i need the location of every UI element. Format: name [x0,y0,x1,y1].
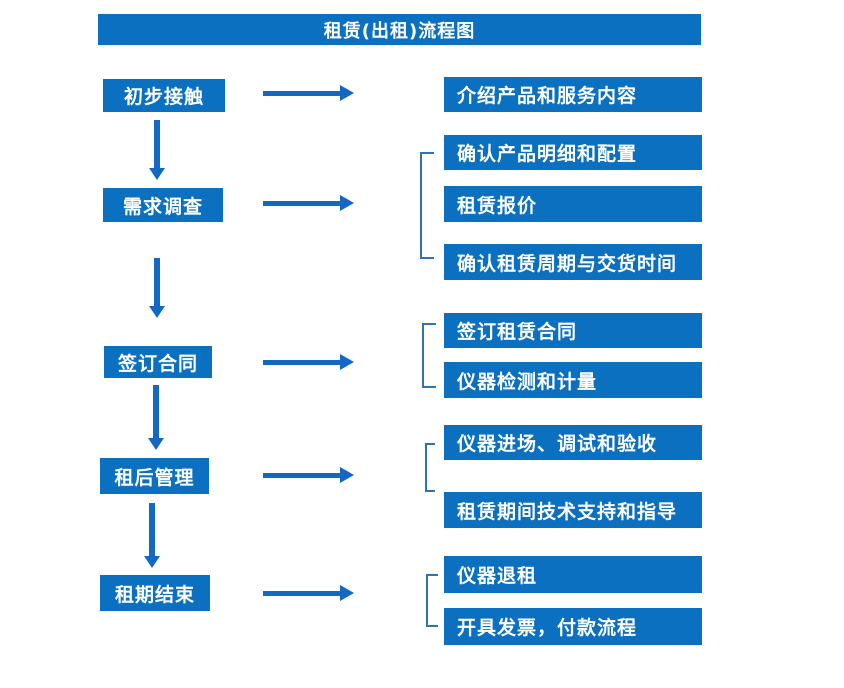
arrow-head [340,85,354,101]
step-box: 介绍产品和服务内容 [444,77,702,112]
arrow-head [340,585,354,601]
step-box: 开具发票，付款流程 [444,608,702,645]
arrow-shaft [263,360,340,365]
arrow-down-icon [149,258,165,318]
arrow-shaft [149,503,155,556]
arrow-head [144,556,160,568]
arrow-right-icon [263,195,354,211]
step-box: 确认租赁周期与交货时间 [444,244,702,280]
step-box: 仪器进场、调试和验收 [444,425,702,460]
step-box: 租赁期间技术支持和指导 [444,492,702,528]
group-bracket [422,323,436,388]
stage-box-post-rental-management: 租后管理 [100,458,209,494]
arrow-down-icon [144,503,160,568]
step-box: 仪器退租 [444,556,702,593]
stage-box-demand-survey: 需求调查 [103,188,223,222]
diagram-title: 租赁(出租)流程图 [98,14,701,45]
arrow-shaft [263,473,340,478]
stage-box-initial-contact: 初步接触 [103,79,225,112]
arrow-head [149,306,165,318]
arrow-shaft [154,120,160,168]
step-box: 仪器检测和计量 [444,362,702,398]
arrow-shaft [263,91,340,96]
arrow-shaft [263,201,340,206]
step-box: 签订租赁合同 [444,313,702,348]
arrow-head [340,354,354,370]
step-box: 租赁报价 [444,186,702,222]
step-box: 确认产品明细和配置 [444,135,702,170]
arrow-head [340,195,354,211]
arrow-shaft [153,385,159,438]
group-bracket [426,574,438,627]
arrow-head [149,168,165,180]
arrow-right-icon [263,354,354,370]
group-bracket [425,443,435,492]
arrow-shaft [154,258,160,306]
arrow-head [148,438,164,450]
arrow-right-icon [263,467,354,483]
arrow-down-icon [148,385,164,450]
arrow-right-icon [263,85,354,101]
stage-box-lease-end: 租期结束 [100,575,210,611]
group-bracket [420,152,434,259]
arrow-down-icon [149,120,165,180]
arrow-head [340,467,354,483]
arrow-shaft [263,591,340,596]
arrow-right-icon [263,585,354,601]
stage-box-sign-contract: 签订合同 [104,346,212,378]
